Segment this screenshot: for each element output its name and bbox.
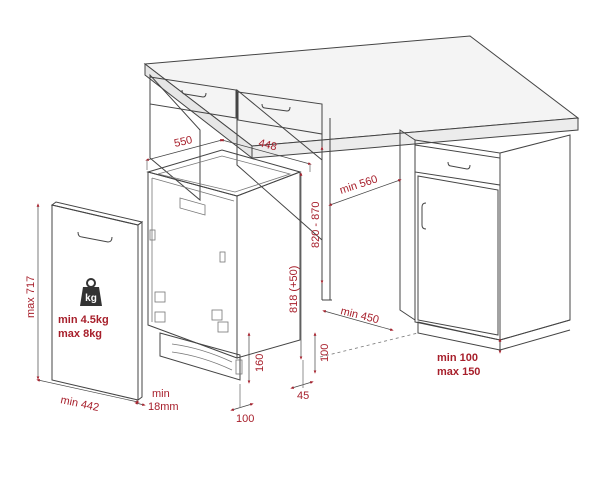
dishwasher-body	[146, 149, 302, 381]
dim-plinth-45: 45	[297, 390, 309, 402]
dim-min-100: min 100	[437, 352, 478, 364]
dim-height-818: 818 (+50)	[288, 266, 300, 313]
weight-icon-label: kg	[85, 293, 97, 304]
dim-plinth-100-bottom: 100	[236, 413, 254, 425]
kg-weight-icon: kg	[80, 278, 102, 306]
dim-plinth-160: 160	[254, 354, 266, 372]
weight-max-label: max 8kg	[58, 328, 102, 340]
dim-plinth-100-right: 100	[319, 344, 331, 362]
dim-height-820-870: 820 - 870	[310, 202, 322, 248]
dim-max-717: max 717	[25, 276, 37, 318]
dim-min-450: min 450	[339, 305, 380, 326]
dim-max-150: max 150	[437, 366, 480, 378]
dim-min-18mm-line2: 18mm	[148, 401, 179, 413]
dim-min-442: min 442	[59, 394, 100, 414]
dim-depth-550: 550	[173, 134, 194, 150]
kitchen-cabinets	[143, 35, 580, 358]
dim-width-448: 448	[257, 137, 278, 153]
dim-min-560: min 560	[338, 173, 379, 197]
dimension-lines	[36, 139, 502, 411]
weight-min-label: min 4.5kg	[58, 314, 109, 326]
dim-min-18mm-line1: min	[152, 388, 170, 400]
